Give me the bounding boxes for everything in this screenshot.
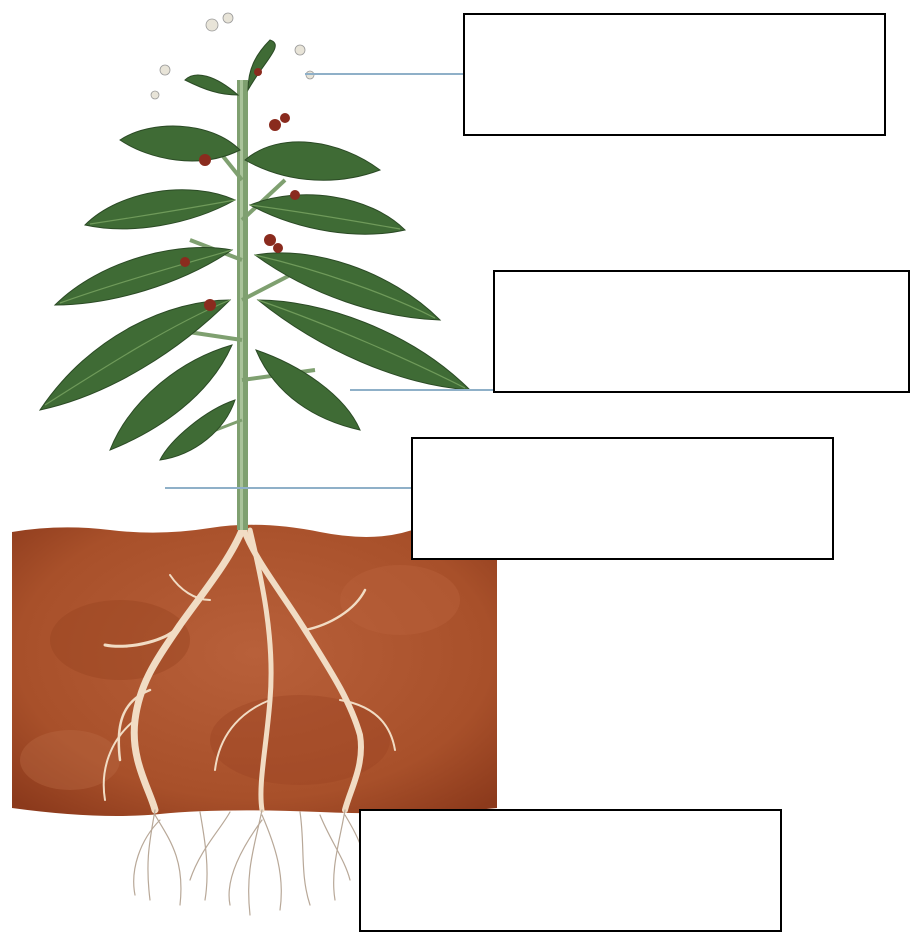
label-box-root[interactable] bbox=[359, 809, 782, 932]
label-box-stem[interactable] bbox=[411, 437, 834, 560]
flower-buds bbox=[151, 13, 314, 99]
soil bbox=[12, 520, 497, 816]
leaves bbox=[40, 40, 470, 460]
fine-roots bbox=[134, 810, 367, 915]
label-box-leaf[interactable] bbox=[493, 270, 910, 393]
label-box-flower[interactable] bbox=[463, 13, 886, 136]
